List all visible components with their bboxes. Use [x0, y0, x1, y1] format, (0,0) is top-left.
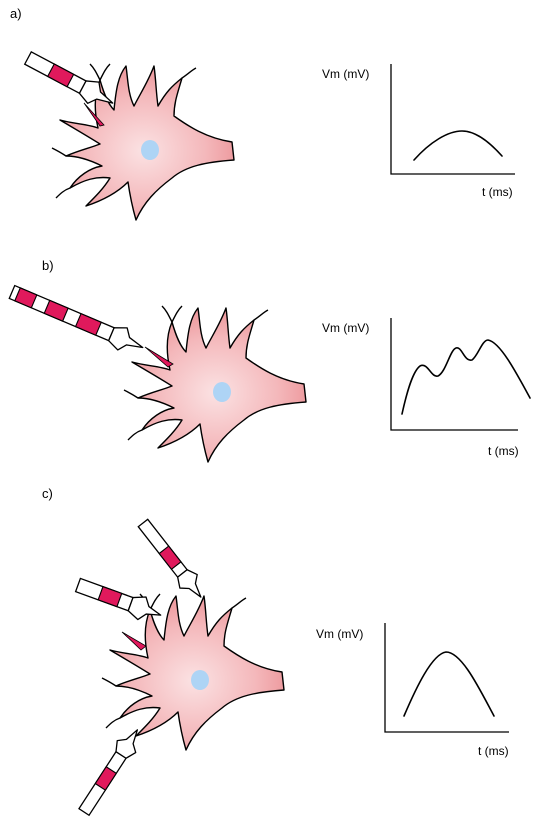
panel-a-label: a) — [10, 6, 22, 21]
voltage-plot-a: Vm (mV) t (ms) — [322, 64, 515, 199]
plot-b-xlabel: t (ms) — [488, 444, 519, 458]
panel-b: b) Vm (mV) t (ms) — [7, 258, 530, 462]
plot-c-trace — [404, 652, 494, 716]
panel-a: a) Vm (mV) t (ms) — [10, 6, 515, 220]
panel-b-label: b) — [42, 258, 54, 273]
panel-c-label: c) — [42, 486, 53, 501]
plot-b-trace — [402, 340, 530, 414]
plot-b-ylabel: Vm (mV) — [322, 321, 369, 335]
plot-a-trace — [414, 131, 502, 160]
plot-a-ylabel: Vm (mV) — [322, 67, 369, 81]
plot-a-axes — [391, 64, 515, 174]
voltage-plot-b: Vm (mV) t (ms) — [322, 318, 530, 458]
panel-c: c) Vm (mV) t (ms) — [42, 486, 509, 818]
plot-c-xlabel: t (ms) — [478, 744, 509, 758]
micropipette-electrode-icon — [75, 724, 147, 818]
micropipette-electrode-icon — [134, 516, 209, 604]
neuron-icon — [124, 306, 306, 462]
plot-a-xlabel: t (ms) — [482, 185, 513, 199]
micropipette-electrode-icon — [7, 281, 147, 359]
neuron-icon — [102, 594, 284, 750]
plot-c-ylabel: Vm (mV) — [316, 627, 363, 641]
voltage-plot-c: Vm (mV) t (ms) — [316, 623, 509, 758]
injection-site-marker — [122, 632, 146, 650]
plot-b-axes — [391, 318, 518, 430]
